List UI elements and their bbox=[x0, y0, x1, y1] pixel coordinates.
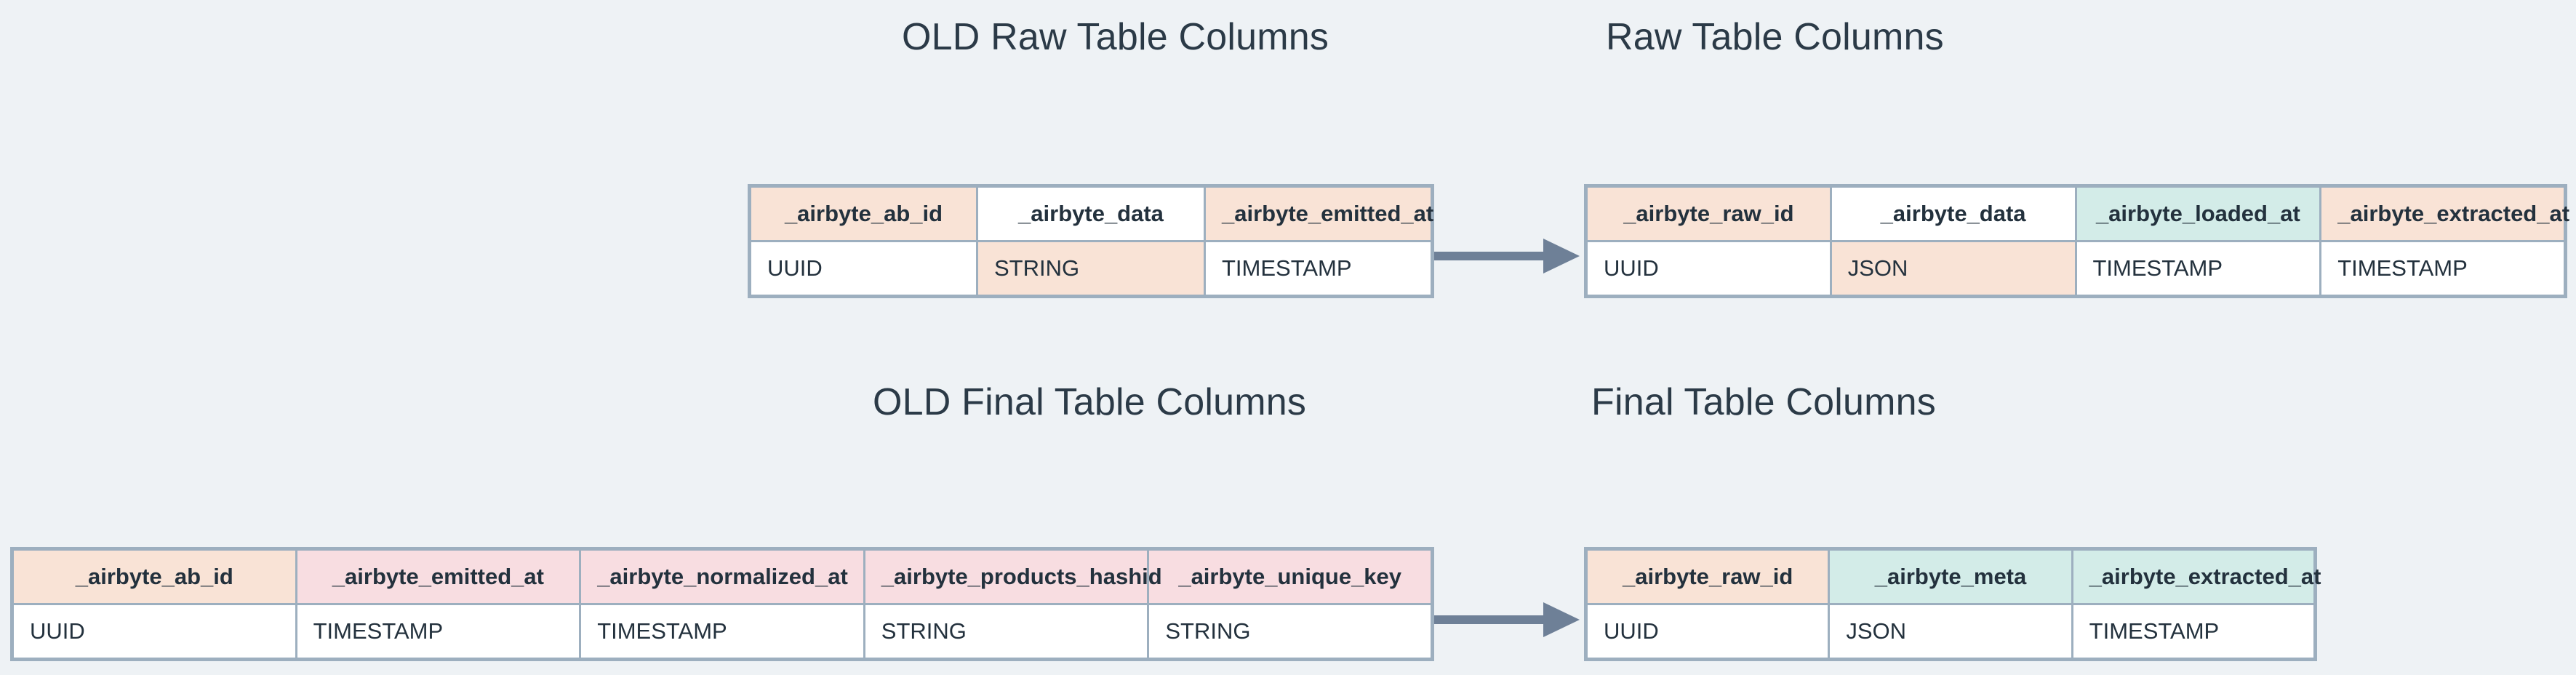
column-header-cell: _airbyte_emitted_at bbox=[295, 548, 582, 605]
column-header-cell: _airbyte_data bbox=[1829, 185, 2077, 242]
column-header-cell: _airbyte_ab_id bbox=[748, 185, 978, 242]
column-type-cell: UUID bbox=[11, 603, 297, 660]
table-new-final: _airbyte_raw_id_airbyte_meta_airbyte_ext… bbox=[1584, 547, 2321, 661]
column-header-cell: _airbyte_unique_key bbox=[1147, 548, 1433, 605]
column-header-cell: _airbyte_products_hashid bbox=[863, 548, 1162, 605]
column-header-cell: _airbyte_data bbox=[976, 185, 1206, 242]
column-type-cell: JSON bbox=[1829, 240, 2077, 297]
column-header-cell: _airbyte_extracted_at bbox=[2071, 548, 2321, 605]
column-header-cell: _airbyte_loaded_at bbox=[2074, 185, 2322, 242]
column-type-cell: STRING bbox=[976, 240, 1206, 297]
table-old-raw: _airbyte_ab_id_airbyte_data_airbyte_emit… bbox=[748, 184, 1434, 298]
heading-raw-table-columns: Raw Table Columns bbox=[1606, 16, 1944, 58]
arrow-right-icon-final bbox=[1434, 598, 1587, 642]
table-header-row: _airbyte_ab_id_airbyte_emitted_at_airbyt… bbox=[11, 548, 1433, 605]
column-type-cell: STRING bbox=[1147, 603, 1433, 660]
column-type-cell: STRING bbox=[863, 603, 1150, 660]
column-type-cell: UUID bbox=[1584, 603, 1831, 660]
column-type-cell: TIMESTAMP bbox=[579, 603, 865, 660]
column-header-cell: _airbyte_emitted_at bbox=[1204, 185, 1433, 242]
heading-old-raw-table-columns: OLD Raw Table Columns bbox=[902, 16, 1329, 58]
column-type-cell: TIMESTAMP bbox=[1204, 240, 1433, 297]
column-type-cell: UUID bbox=[1585, 240, 1832, 297]
column-type-cell: JSON bbox=[1828, 603, 2073, 660]
column-header-cell: _airbyte_normalized_at bbox=[579, 548, 865, 605]
column-type-cell: TIMESTAMP bbox=[295, 603, 582, 660]
column-type-cell: UUID bbox=[748, 240, 978, 297]
table-old-final: _airbyte_ab_id_airbyte_emitted_at_airbyt… bbox=[10, 547, 1434, 661]
table-header-row: _airbyte_raw_id_airbyte_data_airbyte_loa… bbox=[1585, 185, 2569, 242]
heading-final-table-columns: Final Table Columns bbox=[1591, 381, 1936, 423]
heading-old-final-table-columns: OLD Final Table Columns bbox=[873, 381, 1307, 423]
table-new-raw: _airbyte_raw_id_airbyte_data_airbyte_loa… bbox=[1584, 184, 2569, 298]
column-header-cell: _airbyte_raw_id bbox=[1585, 185, 1832, 242]
column-type-cell: TIMESTAMP bbox=[2319, 240, 2567, 297]
column-type-cell: TIMESTAMP bbox=[2071, 603, 2317, 660]
table-header-row: _airbyte_raw_id_airbyte_meta_airbyte_ext… bbox=[1584, 548, 2321, 605]
column-header-cell: _airbyte_raw_id bbox=[1584, 548, 1831, 605]
column-header-cell: _airbyte_extracted_at bbox=[2319, 185, 2569, 242]
arrow-right-icon-raw bbox=[1434, 234, 1587, 278]
column-type-cell: TIMESTAMP bbox=[2074, 240, 2322, 297]
column-header-cell: _airbyte_ab_id bbox=[11, 548, 297, 605]
table-header-row: _airbyte_ab_id_airbyte_data_airbyte_emit… bbox=[748, 185, 1433, 242]
column-header-cell: _airbyte_meta bbox=[1828, 548, 2073, 605]
